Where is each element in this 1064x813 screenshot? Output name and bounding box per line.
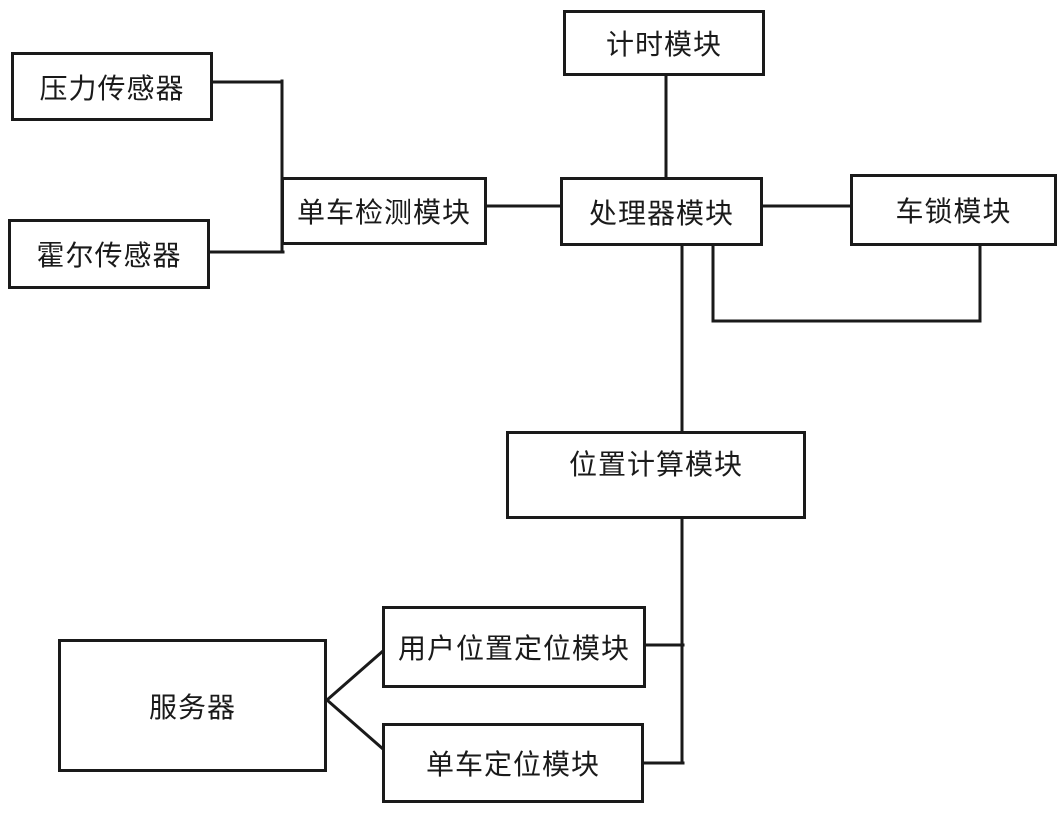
node-bike-lock-module-label: 车锁模块	[895, 196, 1012, 227]
node-timing-module-label: 计时模块	[605, 29, 722, 60]
connector-server-to-userpos	[324, 648, 386, 703]
node-position-calculation-module: 位置计算模块	[506, 431, 806, 519]
node-processor-module-label: 处理器模块	[588, 197, 734, 229]
node-bike-detection-module-label: 单车检测模块	[296, 197, 471, 228]
node-bike-locating-module-label: 单车定位模块	[425, 749, 600, 780]
node-user-position-locating-module-label: 用户位置定位模块	[397, 633, 630, 664]
node-pressure-sensor: 压力传感器	[11, 52, 213, 121]
node-bike-locating-module: 单车定位模块	[382, 723, 644, 803]
node-hall-sensor-label: 霍尔传感器	[36, 240, 182, 271]
node-bike-detection-module: 单车检测模块	[281, 177, 487, 245]
node-position-calculation-module-label: 位置计算模块	[568, 449, 743, 480]
node-server: 服务器	[58, 639, 327, 772]
connector-processor-lock-loop	[711, 243, 982, 323]
node-hall-sensor: 霍尔传感器	[8, 219, 210, 289]
node-timing-module: 计时模块	[563, 10, 765, 76]
connector-server-to-bikepos	[324, 697, 386, 752]
node-pressure-sensor-label: 压力传感器	[39, 72, 185, 104]
node-user-position-locating-module: 用户位置定位模块	[382, 606, 646, 688]
node-processor-module: 处理器模块	[560, 177, 763, 246]
node-bike-lock-module: 车锁模块	[850, 174, 1057, 246]
node-server-label: 服务器	[148, 691, 236, 723]
